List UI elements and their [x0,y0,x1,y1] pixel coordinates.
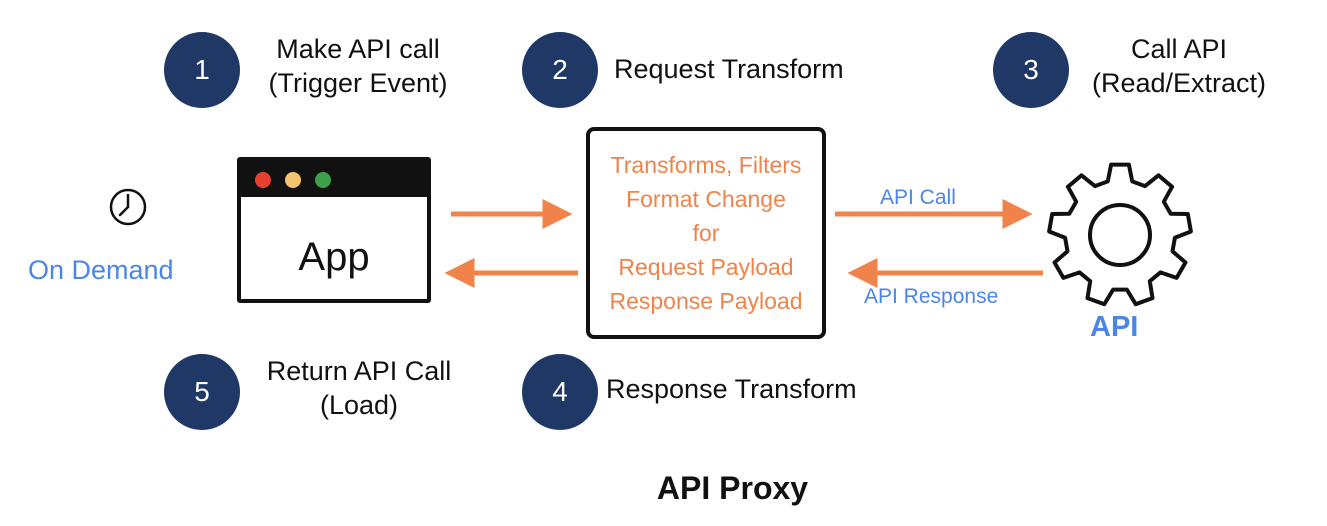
step-3-line1: Call API [1130,34,1228,64]
transform-line-2: Format Change [626,186,786,212]
step-2-label: Request Transform [614,52,844,86]
app-window: App [237,157,431,303]
transform-line-5: Response Payload [609,288,803,314]
step-2-line1: Request Transform [614,54,844,84]
window-maximize-dot [315,172,331,188]
step-2-badge: 2 [522,32,598,108]
diagram-title: API Proxy [656,470,809,506]
gear-icon [1047,162,1193,307]
step-5-label: Return API Call (Load) [250,354,468,422]
step-1-line2: (Trigger Event) [268,68,448,98]
step-1-label: Make API call (Trigger Event) [248,32,468,100]
transform-line-4: Request Payload [618,254,794,280]
app-label: App [298,235,370,279]
window-close-dot [255,172,271,188]
step-5-line2: (Load) [319,390,399,420]
step-1-line1: Make API call [276,34,440,64]
step-4-badge: 4 [522,354,598,430]
step-1-badge: 1 [164,32,240,108]
step-4-line1: Response Transform [606,374,857,404]
api-call-label: API Call [880,186,956,209]
step-5-line1: Return API Call [266,356,452,386]
step-4-label: Response Transform [606,372,857,406]
transform-line-3: for [692,220,720,246]
clock-icon [109,188,147,226]
step-3-badge: 3 [993,32,1069,108]
app-titlebar [241,161,427,197]
trigger-label: On Demand [28,255,174,285]
api-response-label: API Response [864,285,999,308]
window-minimize-dot [285,172,301,188]
proxy-transform-box: Transforms, Filters Format Change for Re… [586,127,826,339]
transform-line-1: Transforms, Filters [610,152,802,178]
step-3-line2: (Read/Extract) [1091,68,1267,98]
api-label: API [1090,311,1139,343]
step-3-label: Call API (Read/Extract) [1074,32,1284,100]
step-5-badge: 5 [164,354,240,430]
